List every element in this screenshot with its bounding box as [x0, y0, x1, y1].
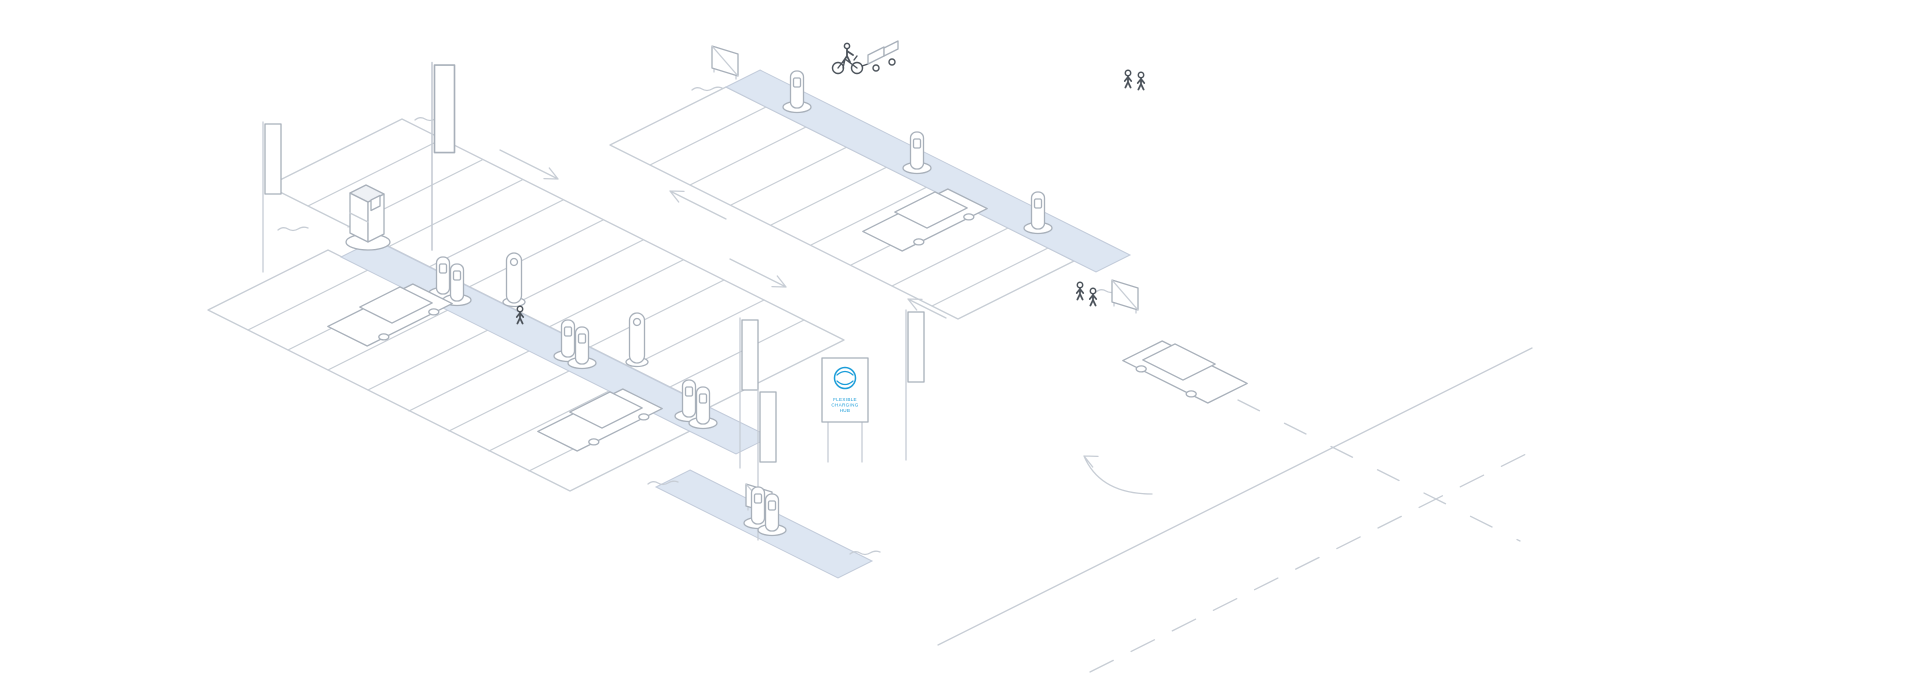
pedestrian [1088, 287, 1098, 307]
banner-flag [905, 309, 925, 461]
road-edge-line [937, 347, 1533, 646]
lane-dashes [1237, 399, 1521, 542]
payment-kiosk [345, 184, 391, 251]
stall-lines-upper [307, 138, 805, 388]
driving-car [1122, 340, 1248, 404]
direction-arrow [499, 149, 559, 180]
road-center-dashes [1089, 450, 1533, 673]
hub-logo-icon [833, 366, 857, 390]
ground-texture [277, 226, 309, 232]
charging-totem [502, 252, 526, 308]
charging-totem [625, 312, 649, 368]
pedestrian [1123, 69, 1133, 89]
hub-sign-text-line: CHARGING [831, 403, 858, 408]
hub-sign-text-line: HUB [840, 408, 851, 413]
turn-arrow [1083, 455, 1153, 495]
entrance-area: FLEXIBLE CHARGING HUB [739, 309, 925, 556]
right-parking-lot [609, 45, 1139, 320]
road [937, 340, 1533, 673]
direction-arrow [907, 298, 947, 319]
direction-arrow [729, 258, 787, 288]
cargo-bike-courier [831, 40, 899, 75]
top-figures [831, 40, 1146, 91]
hub-logo-swoosh-icon [836, 370, 854, 386]
direction-arrows [499, 149, 947, 319]
hub-sign-text-line: FLEXIBLE [833, 397, 857, 402]
hub-sign: FLEXIBLE CHARGING HUB [821, 357, 869, 463]
left-parking-lot [207, 61, 874, 579]
banner-flag [262, 121, 282, 273]
direction-arrow [669, 190, 727, 220]
info-sign [711, 45, 739, 80]
pedestrian [1075, 281, 1085, 301]
info-sign [1111, 279, 1139, 314]
ground-texture [691, 86, 723, 92]
pedestrian [1136, 71, 1146, 91]
